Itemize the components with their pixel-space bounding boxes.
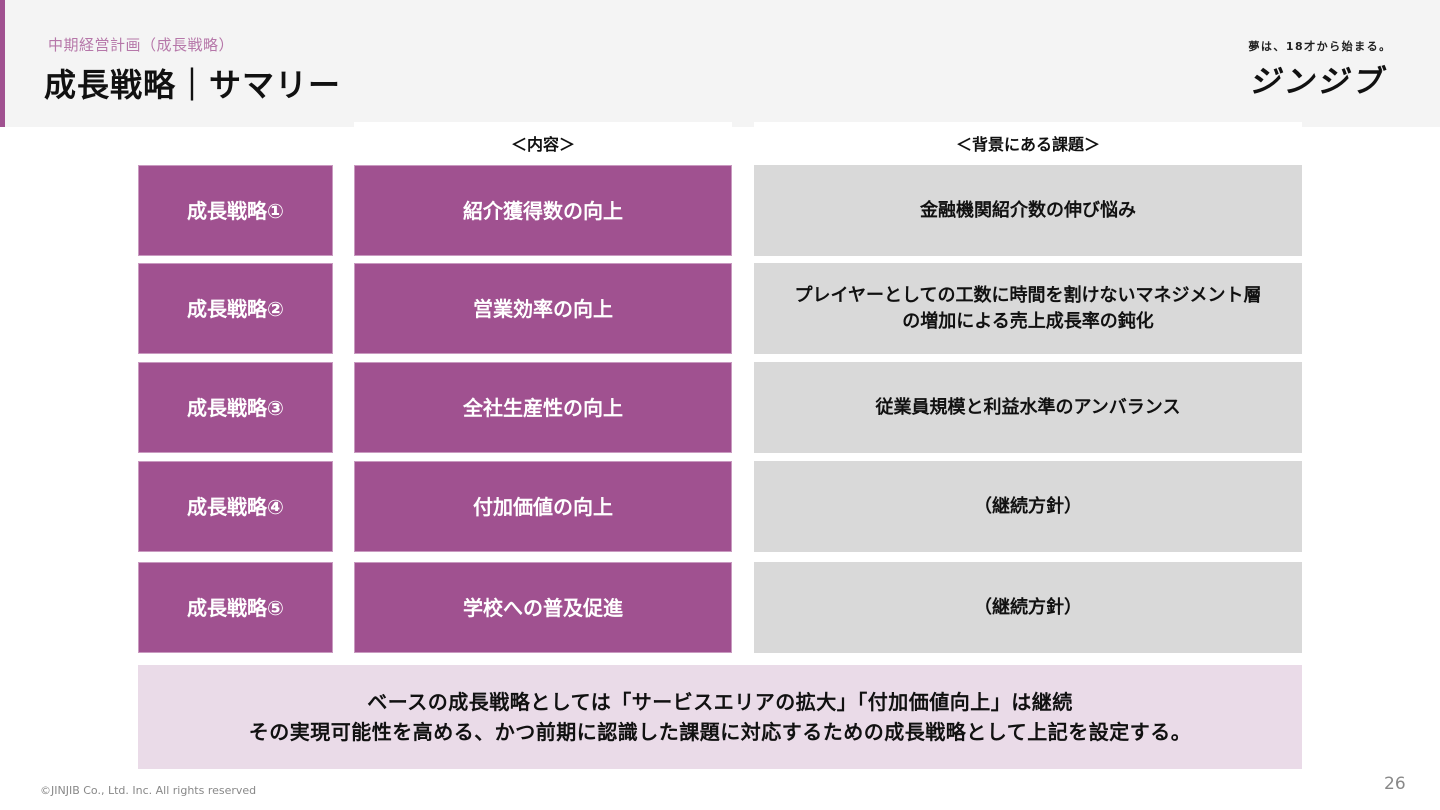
strategy-label: 成長戦略① — [138, 165, 333, 256]
summary-line-2: その実現可能性を高める、かつ前期に認識した課題に対応するための成長戦略として上記… — [248, 720, 1192, 744]
strategy-content: 全社生産性の向上 — [354, 362, 732, 453]
summary-box: ベースの成長戦略としては「サービスエリアの拡大」「付加価値向上」は継続 その実現… — [138, 665, 1302, 769]
slide-subtitle: 中期経営計画（成長戦略） — [48, 36, 235, 54]
strategy-row: 成長戦略② 営業効率の向上 プレイヤーとしての工数に時間を割けないマネジメント層… — [138, 263, 1302, 354]
slide-title: 成長戦略｜サマリー — [44, 66, 342, 104]
page-number: 26 — [1384, 774, 1406, 794]
summary-line-1: ベースの成長戦略としては「サービスエリアの拡大」「付加価値向上」は継続 — [367, 690, 1073, 714]
copyright-notice: ©JINJIB Co., Ltd. Inc. All rights reserv… — [40, 784, 257, 797]
brand-logo: 夢は、18才から始まる。 ジンジブ — [1240, 38, 1400, 101]
strategy-content: 紹介獲得数の向上 — [354, 165, 732, 256]
slide-header: 中期経営計画（成長戦略） 成長戦略｜サマリー 夢は、18才から始まる。 ジンジブ — [0, 0, 1440, 127]
strategy-issue: （継続方針） — [754, 461, 1302, 552]
strategy-content: 営業効率の向上 — [354, 263, 732, 354]
strategy-row: 成長戦略⑤ 学校への普及促進 （継続方針） — [138, 562, 1302, 653]
strategy-content: 付加価値の向上 — [354, 461, 732, 552]
strategy-content: 学校への普及促進 — [354, 562, 732, 653]
header-accent-bar — [0, 0, 5, 127]
strategy-issue: 従業員規模と利益水準のアンバランス — [754, 362, 1302, 453]
strategy-issue: （継続方針） — [754, 562, 1302, 653]
column-header-issue: ＜背景にある課題＞ — [754, 122, 1302, 164]
brand-wordmark: ジンジブ — [1247, 64, 1392, 100]
strategy-issue: プレイヤーとしての工数に時間を割けないマネジメント層 の増加による売上成長率の鈍… — [754, 263, 1302, 354]
strategy-label: 成長戦略④ — [138, 461, 333, 552]
column-header-content: ＜内容＞ — [354, 122, 732, 164]
strategy-label: 成長戦略⑤ — [138, 562, 333, 653]
strategy-row: 成長戦略① 紹介獲得数の向上 金融機関紹介数の伸び悩み — [138, 165, 1302, 256]
strategy-row: 成長戦略③ 全社生産性の向上 従業員規模と利益水準のアンバランス — [138, 362, 1302, 453]
strategy-row: 成長戦略④ 付加価値の向上 （継続方針） — [138, 461, 1302, 552]
strategy-issue: 金融機関紹介数の伸び悩み — [754, 165, 1302, 256]
brand-tagline: 夢は、18才から始まる。 — [1248, 40, 1392, 53]
strategy-label: 成長戦略③ — [138, 362, 333, 453]
strategy-label: 成長戦略② — [138, 263, 333, 354]
